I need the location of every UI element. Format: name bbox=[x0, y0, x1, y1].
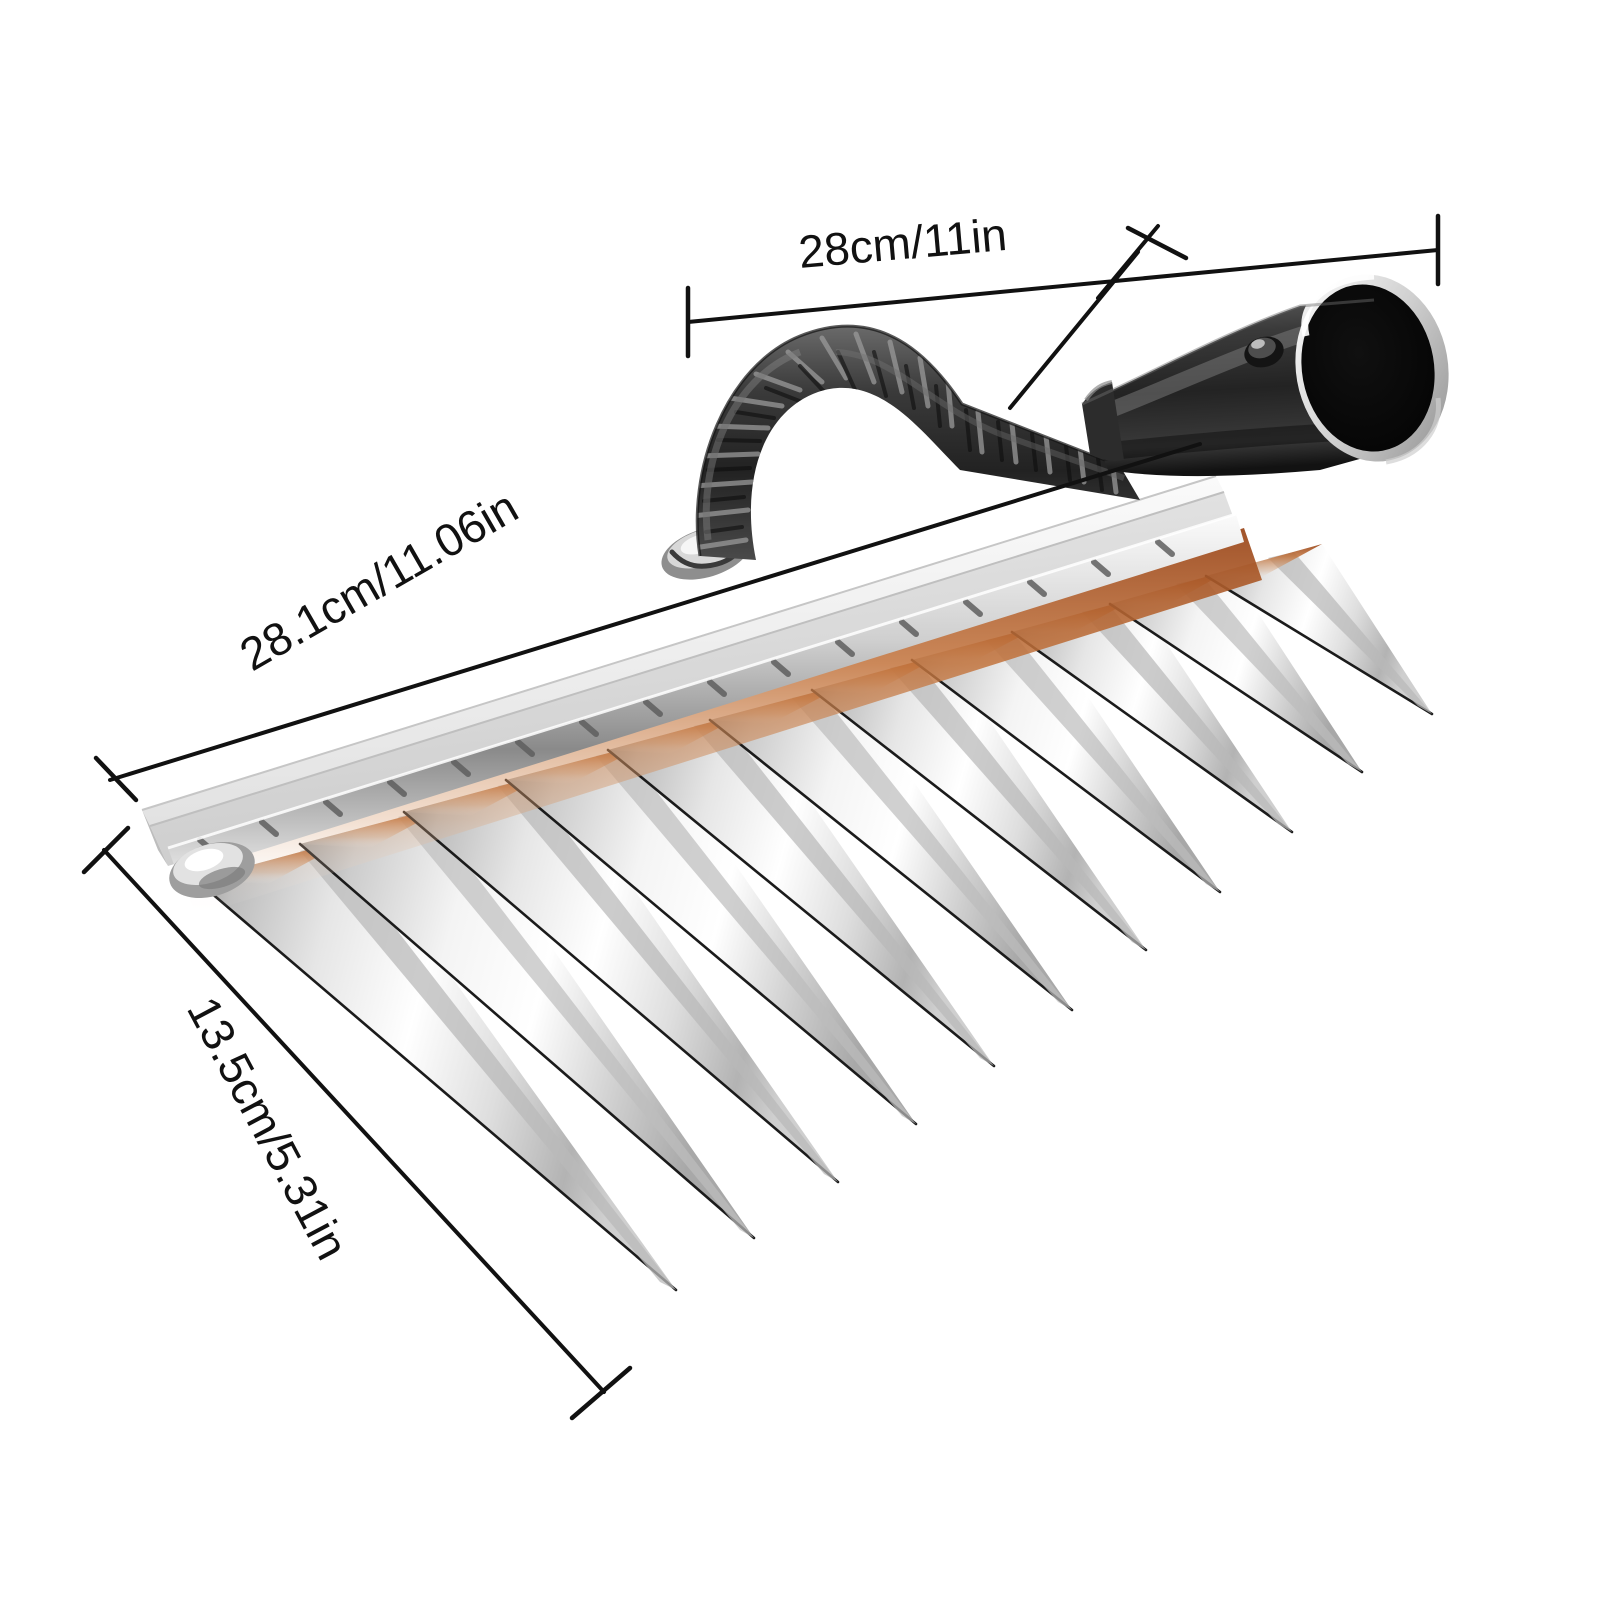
socket-bore bbox=[1295, 272, 1449, 465]
socket-screw bbox=[1244, 336, 1284, 368]
weld-bead bbox=[167, 512, 1262, 916]
shank bbox=[695, 324, 1140, 560]
socket bbox=[1081, 272, 1449, 477]
weld-blob-left bbox=[169, 842, 255, 898]
